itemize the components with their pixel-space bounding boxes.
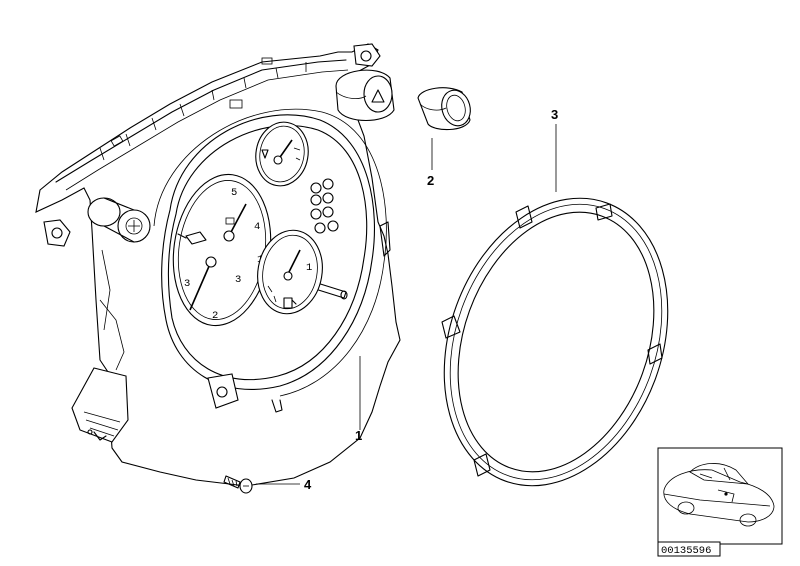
temperature-gauge bbox=[255, 121, 309, 187]
fuel-pump-icon bbox=[283, 297, 297, 309]
fuel-tick-label: 1 bbox=[306, 262, 312, 274]
speedo-tick-label: 2 bbox=[212, 310, 218, 322]
fuel-gauge: 1 bbox=[257, 229, 323, 315]
warning-lamp-cluster bbox=[310, 178, 339, 234]
hazard-switch bbox=[335, 69, 395, 121]
tacho-needle bbox=[189, 263, 211, 311]
bottom-clip bbox=[271, 399, 283, 413]
speedo-needle bbox=[229, 203, 247, 235]
rim-slot bbox=[110, 135, 124, 147]
ring-clip bbox=[441, 315, 461, 339]
top-right-mounting-tab bbox=[353, 43, 381, 67]
speedo-tick-label: 4 bbox=[254, 221, 260, 233]
housing-rim-ribs bbox=[99, 62, 307, 161]
car-location-inset: 00135596 bbox=[657, 447, 783, 557]
tacho-hub bbox=[205, 256, 217, 268]
callout-1: 1 bbox=[355, 428, 362, 443]
reference-number-box bbox=[657, 541, 721, 557]
hazard-warning-icon bbox=[371, 89, 385, 103]
adjust-rod-end bbox=[340, 290, 348, 300]
bezel-shadow-line bbox=[153, 108, 387, 397]
rim-clip bbox=[229, 99, 243, 109]
connector-block bbox=[71, 367, 129, 443]
temperature-icon bbox=[261, 149, 269, 159]
fuel-needle bbox=[287, 249, 301, 275]
housing-rim-inner-line bbox=[65, 69, 349, 191]
speedo-tick-label: 5 bbox=[231, 187, 237, 199]
housing-side-edge bbox=[101, 249, 111, 331]
bulb-sleeve-part bbox=[417, 87, 471, 131]
dial-indicator bbox=[225, 217, 235, 225]
dial-face: 5 4 3 2 1 3 1 bbox=[172, 121, 339, 327]
bezel-outer-ring bbox=[161, 114, 375, 390]
callout-3: 3 bbox=[551, 107, 558, 122]
housing-side-edge bbox=[99, 299, 125, 371]
car-icon bbox=[663, 463, 775, 527]
speedometer-gauge: 5 4 3 2 1 3 bbox=[172, 173, 272, 327]
speedo-hub bbox=[223, 230, 235, 242]
leader-lines bbox=[256, 124, 557, 485]
temp-hub bbox=[273, 155, 283, 165]
speedo-tick-label: 3 bbox=[235, 274, 241, 286]
right-bracket bbox=[379, 221, 391, 257]
bottom-mounting-tab bbox=[207, 373, 239, 409]
reference-number: 00135596 bbox=[661, 545, 711, 557]
ring-clip bbox=[515, 205, 533, 229]
ring-clip bbox=[647, 343, 663, 365]
screw-part bbox=[223, 475, 253, 494]
oil-can-icon bbox=[177, 231, 207, 245]
left-bulb-socket bbox=[87, 197, 151, 243]
ring-clip bbox=[473, 453, 491, 477]
ring-clip bbox=[595, 203, 613, 221]
speedo-tick-label: 3 bbox=[184, 278, 190, 290]
housing-rim-line bbox=[55, 59, 347, 183]
callout-4: 4 bbox=[304, 477, 312, 492]
fuel-hub bbox=[283, 271, 293, 281]
callout-2: 2 bbox=[427, 173, 434, 188]
rim-slot bbox=[261, 57, 273, 65]
bezel-ring-part bbox=[441, 197, 669, 487]
left-mounting-tab bbox=[43, 219, 71, 247]
